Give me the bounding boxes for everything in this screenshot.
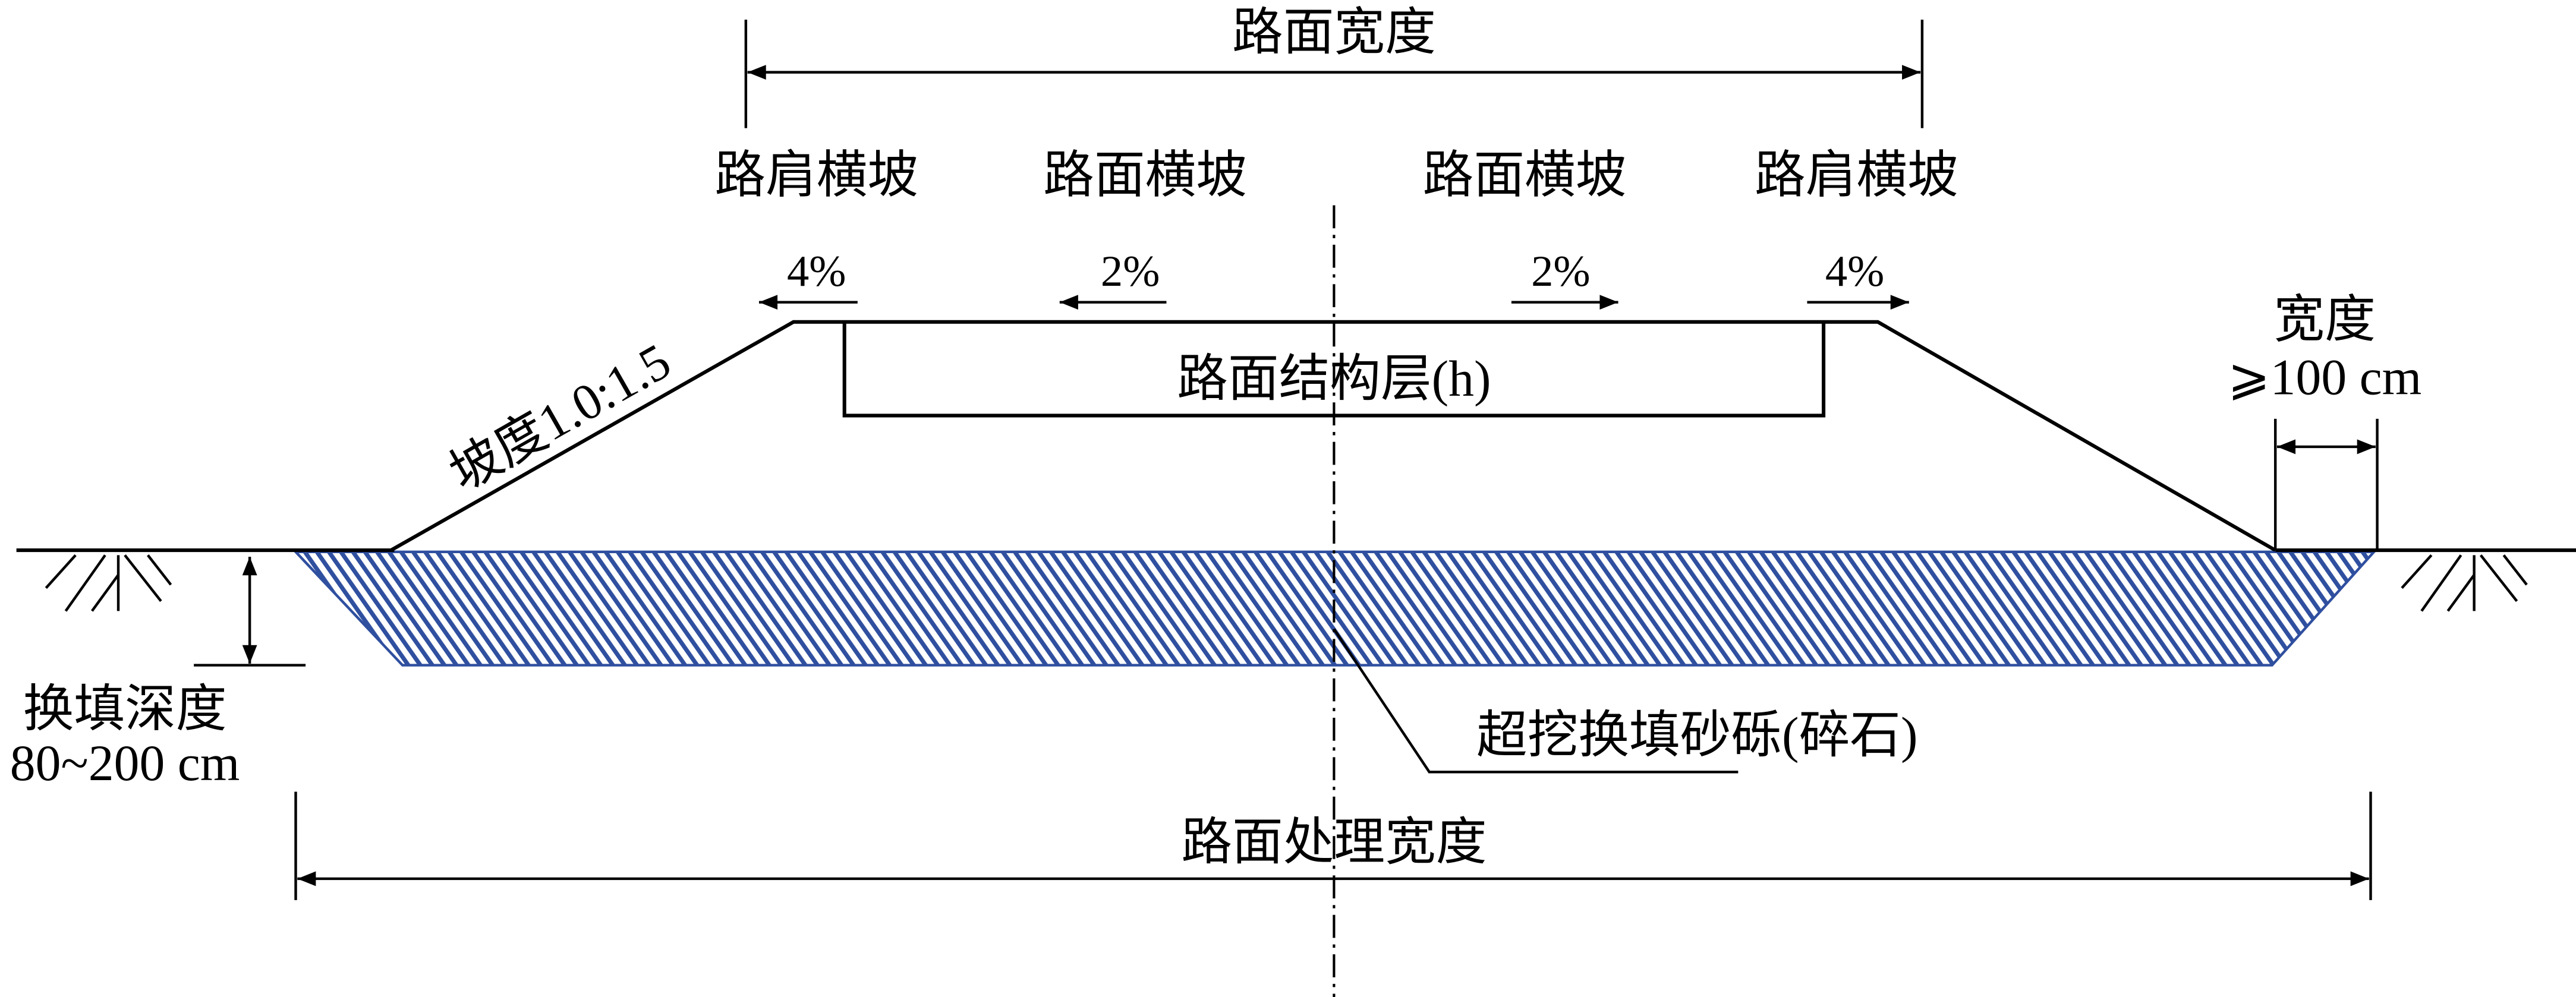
ground-hatch-stroke	[2479, 554, 2518, 602]
shoulder-pct-left: 4%	[787, 247, 846, 296]
road-width-label: 路面宽度	[1232, 4, 1436, 61]
fill-depth-value: 80~200 cm	[10, 735, 240, 791]
ground-hatch-stroke	[2420, 554, 2462, 612]
ground-hatch-stroke	[2502, 554, 2528, 586]
ground-hatch-right	[2401, 554, 2528, 612]
berm-width-dimension: 宽度 ⩾100 cm	[2228, 292, 2421, 551]
berm-width-label: 宽度	[2273, 292, 2375, 348]
shoulder-pct-right: 4%	[1825, 247, 1884, 296]
treatment-width-label: 路面处理宽度	[1181, 814, 1487, 870]
treatment-width-dimension: 路面处理宽度	[294, 791, 2372, 900]
ground-hatch-stroke	[90, 574, 119, 612]
fill-material-label: 超挖换填砂砾(碎石)	[1476, 707, 1918, 763]
ground-hatch-stroke	[147, 554, 172, 586]
shoulder-slope-left-label: 路肩横坡	[714, 147, 918, 203]
fill-depth-label: 换填深度	[23, 681, 227, 737]
ground-hatch-stroke	[2401, 554, 2433, 589]
fill-depth-dimension: 换填深度 80~200 cm	[10, 557, 306, 791]
pavement-slope-left-label: 路面横坡	[1043, 147, 1247, 203]
side-slope-label: 坡度1.0:1.5	[440, 333, 680, 502]
fill-material-leader	[1333, 628, 1739, 774]
ground-hatch-stroke	[2446, 574, 2476, 612]
pavement-pct-left: 2%	[1101, 247, 1160, 296]
berm-width-value: ⩾100 cm	[2228, 349, 2421, 405]
ground-hatch-left	[45, 554, 172, 612]
pavement-slope-right-label: 路面横坡	[1423, 147, 1627, 203]
shoulder-slope-right-label: 路肩横坡	[1755, 147, 1958, 203]
ground-hatch-stroke	[124, 554, 162, 602]
pavement-pct-right: 2%	[1531, 247, 1590, 296]
ground-hatch-stroke	[45, 554, 77, 589]
road-width-dimension: 路面宽度	[744, 4, 1924, 128]
ground-hatch-stroke	[64, 554, 106, 612]
embankment-profile	[390, 320, 2276, 552]
